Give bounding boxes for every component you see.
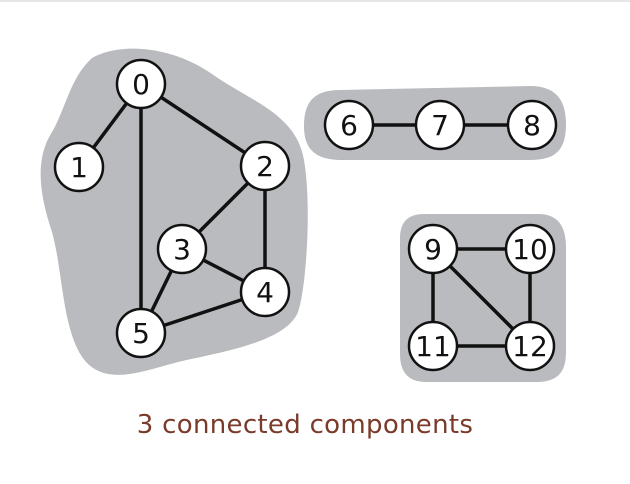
vertex-label: 7 [431,109,449,142]
vertex-circle [239,266,291,318]
vertex-1: 1 [53,141,105,193]
vertex-circle [53,141,105,193]
vertex-circle [504,320,556,372]
vertex-4: 4 [239,266,291,318]
vertex-circle [115,307,167,359]
vertex-circle [156,223,208,275]
vertex-circle [414,99,466,151]
vertex-label: 3 [173,233,191,266]
vertex-label: 2 [256,150,274,183]
vertex-label: 10 [512,233,548,266]
vertex-2: 2 [239,140,291,192]
vertex-label: 5 [132,317,150,350]
vertex-10: 10 [504,223,556,275]
component-region-1 [40,48,308,375]
vertex-label: 4 [256,276,274,309]
vertex-label: 1 [70,151,88,184]
vertex-label: 9 [424,233,442,266]
vertex-label: 6 [340,109,358,142]
vertex-label: 8 [523,109,541,142]
vertex-8: 8 [506,99,558,151]
vertex-7: 7 [414,99,466,151]
vertex-12: 12 [504,320,556,372]
vertex-label: 0 [132,68,150,101]
vertex-label: 11 [415,330,451,363]
vertex-6: 6 [323,99,375,151]
top-border [0,0,630,2]
vertex-circle [115,58,167,110]
vertex-5: 5 [115,307,167,359]
vertex-9: 9 [407,223,459,275]
vertex-label: 12 [512,330,548,363]
vertex-circle [239,140,291,192]
vertex-circle [323,99,375,151]
vertex-circle [407,320,459,372]
vertex-circle [407,223,459,275]
vertex-0: 0 [115,58,167,110]
vertex-11: 11 [407,320,459,372]
vertex-3: 3 [156,223,208,275]
vertex-circle [506,99,558,151]
vertex-circle [504,223,556,275]
diagram-caption: 3 connected components [136,410,474,440]
